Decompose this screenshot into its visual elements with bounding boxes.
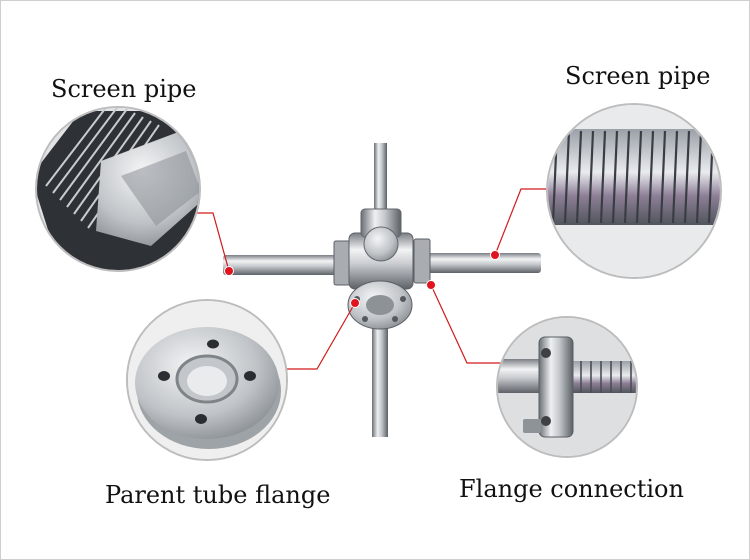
hub-front-disk bbox=[363, 226, 399, 262]
leader-line-screen-pipe-right bbox=[494, 188, 554, 256]
marker-dots bbox=[224, 250, 500, 308]
flange-right bbox=[413, 238, 431, 284]
leader-lines bbox=[196, 188, 554, 370]
marker-screen-pipe-left bbox=[224, 266, 234, 276]
leader-line-parent-tube-flange bbox=[286, 302, 356, 370]
marker-screen-pipe-right bbox=[490, 250, 500, 260]
marker-flange-connection bbox=[426, 280, 436, 290]
detail-flange-connection bbox=[496, 316, 638, 458]
screen-pipe-left bbox=[223, 255, 339, 275]
detail-screen-pipe-right bbox=[546, 103, 722, 279]
vertical-pipe-bottom bbox=[372, 313, 388, 437]
lower-flange-bore bbox=[366, 295, 394, 315]
bolt bbox=[400, 296, 406, 302]
detail-screen-pipe-left bbox=[35, 106, 201, 272]
detail-parent-tube-flange bbox=[126, 299, 288, 461]
bolt bbox=[362, 316, 368, 322]
leader-line-screen-pipe-left bbox=[196, 212, 230, 272]
marker-parent-tube-flange bbox=[350, 298, 360, 308]
label-parent-tube-flange: Parent tube flange bbox=[105, 481, 331, 509]
bolt bbox=[392, 316, 398, 322]
label-screen-pipe-left: Screen pipe bbox=[51, 75, 197, 103]
flange-left bbox=[333, 240, 351, 286]
central-assembly bbox=[223, 143, 541, 437]
label-screen-pipe-right: Screen pipe bbox=[565, 62, 711, 90]
label-flange-connection: Flange connection bbox=[459, 475, 684, 503]
leader-line-flange-connection bbox=[430, 284, 503, 364]
screen-pipe-right bbox=[426, 253, 541, 273]
